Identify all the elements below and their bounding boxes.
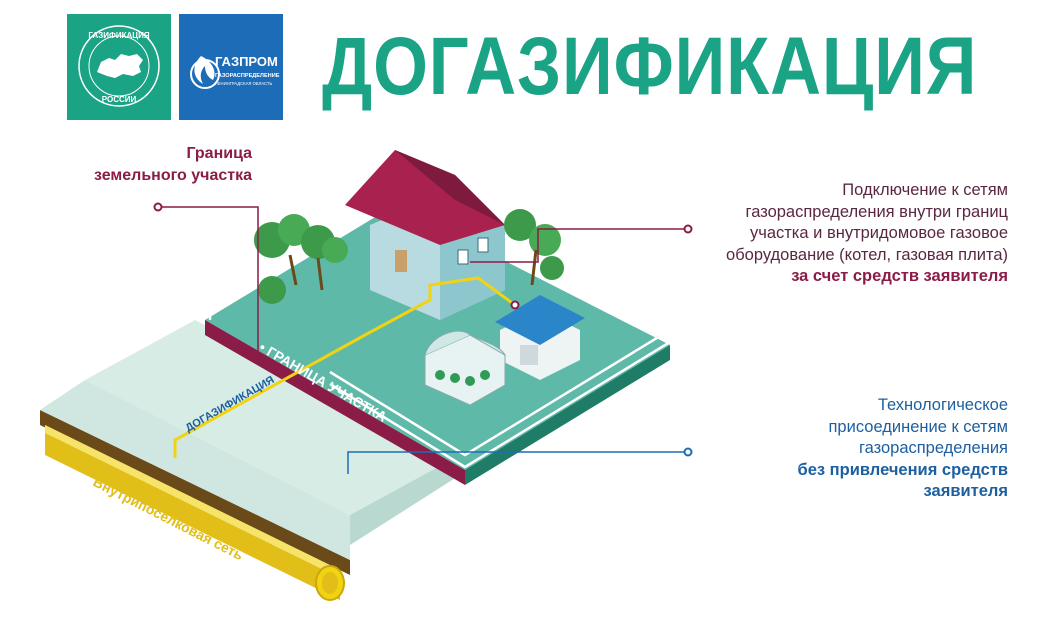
callout-lines <box>153 202 693 474</box>
inside-line: газораспределения внутри границ <box>745 202 1008 221</box>
tech-line: газораспределения <box>858 439 1008 457</box>
trees <box>254 209 564 304</box>
shed <box>495 295 585 380</box>
house <box>345 150 505 320</box>
yard-gas-line <box>173 276 516 458</box>
logo-sub1: ГАЗОРАСПРЕДЕЛЕНИЕ <box>215 73 280 79</box>
flame-icon <box>194 56 215 84</box>
inside-line: оборудование (котел, газовая плита) <box>726 245 1008 264</box>
tech-emphasis: заявителя <box>923 482 1008 500</box>
logo-ring-bottom: РОССИИ <box>102 95 137 104</box>
logo-ring-top: ГАЗИФИКАЦИЯ <box>88 31 149 40</box>
greenhouse <box>424 330 507 406</box>
inside-connection-caption: Подключение к сетям газораспределения вн… <box>726 180 1008 288</box>
gas-pipe <box>45 425 345 601</box>
inside-emphasis: за счет средств заявителя <box>791 267 1008 285</box>
connection-point <box>510 300 520 310</box>
tech-line: присоединение к сетям <box>828 417 1009 436</box>
logo-sub2: ЛЕНИНГРАДСКАЯ ОБЛАСТЬ <box>215 81 272 86</box>
gazprom-logo: ГАЗПРОМ ГАЗОРАСПРЕДЕЛЕНИЕ ЛЕНИНГРАДСКАЯ … <box>179 14 283 120</box>
tech-connection-caption: Технологическое присоединение к сетям га… <box>798 395 1008 503</box>
inside-line: Подключение к сетям <box>842 181 1008 199</box>
land-boundary-label: Граница земельного участка <box>94 145 252 184</box>
gasification-russia-logo: ГАЗИФИКАЦИЯ РОССИИ <box>67 14 171 120</box>
logo-brand: ГАЗПРОМ <box>215 54 278 69</box>
tech-emphasis: без привлечения средств <box>797 460 1008 479</box>
street-slab <box>40 320 460 575</box>
russia-map-icon <box>97 54 143 78</box>
inside-line: участка и внутридомовое газовое <box>749 224 1008 242</box>
tech-line: Технологическое <box>877 396 1008 414</box>
page-title: ДОГАЗИФИКАЦИЯ <box>322 21 978 112</box>
